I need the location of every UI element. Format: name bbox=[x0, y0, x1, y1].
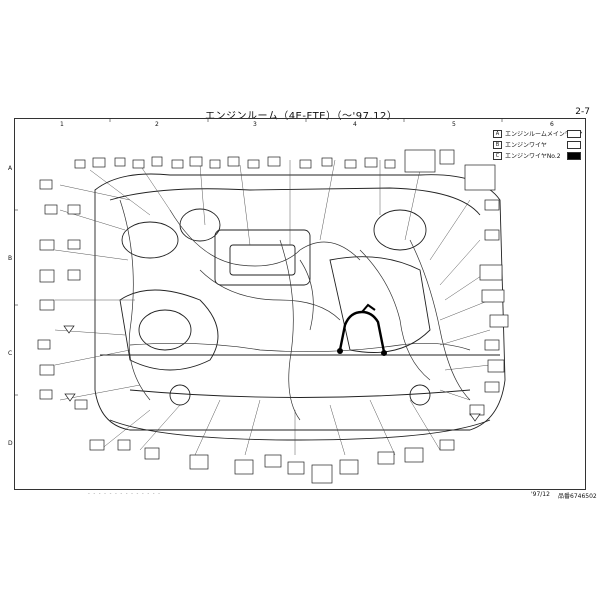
legend-label: エンジンワイヤ bbox=[505, 142, 547, 149]
legend-swatch bbox=[567, 129, 581, 138]
row-label: A bbox=[8, 165, 13, 172]
grid-ticks bbox=[14, 118, 503, 396]
column-label: 1 bbox=[60, 121, 64, 128]
row-label: B bbox=[8, 255, 13, 262]
engine-wire-no2-highlight bbox=[338, 310, 386, 353]
legend-swatch bbox=[567, 140, 581, 149]
column-label: 5 bbox=[452, 121, 456, 128]
legend: A エンジンルームメインワイヤ B エンジンワイヤ C エンジンワイヤNo.2 bbox=[493, 129, 583, 162]
column-label: 3 bbox=[253, 121, 257, 128]
footer-date: '97/12 bbox=[531, 491, 550, 498]
page-title: エンジンルーム（4E-FTE）（～'97.12） bbox=[205, 111, 398, 122]
column-label: 6 bbox=[550, 121, 554, 128]
connector-column-left bbox=[37, 179, 88, 410]
row-label: D bbox=[8, 440, 13, 447]
column-label: 2 bbox=[155, 121, 159, 128]
legend-item: C エンジンワイヤNo.2 bbox=[493, 151, 581, 160]
connector-column-right bbox=[469, 199, 509, 416]
legend-label: エンジンワイヤNo.2 bbox=[505, 153, 561, 160]
row-label: C bbox=[8, 350, 13, 357]
legend-item: B エンジンワイヤ bbox=[493, 140, 581, 149]
harness-terminal bbox=[381, 350, 387, 356]
footer-code: 品番6746502 bbox=[558, 493, 597, 500]
legend-key: B bbox=[493, 140, 502, 149]
ground-symbol-icon bbox=[63, 325, 481, 422]
callout-leaders bbox=[54, 159, 491, 456]
legend-key: A bbox=[493, 129, 502, 138]
engine-bay-outline bbox=[94, 173, 506, 441]
legend-item: A エンジンルームメインワイヤ bbox=[493, 129, 583, 138]
legend-swatch bbox=[567, 151, 581, 160]
page-number: 2-7 bbox=[575, 107, 590, 117]
legend-label: エンジンルームメインワイヤ bbox=[505, 131, 583, 138]
harness-terminal bbox=[337, 348, 343, 354]
column-label: 4 bbox=[353, 121, 357, 128]
engine-wire-no2-branch bbox=[361, 303, 376, 313]
connector-row-bottom bbox=[89, 439, 455, 484]
harness-wires bbox=[119, 199, 471, 421]
diagram-frame bbox=[14, 118, 586, 490]
connector-row-top bbox=[74, 149, 496, 191]
footer-faint-text: - - - - - - - - - - - - - - bbox=[88, 491, 161, 497]
legend-key: C bbox=[493, 151, 502, 160]
